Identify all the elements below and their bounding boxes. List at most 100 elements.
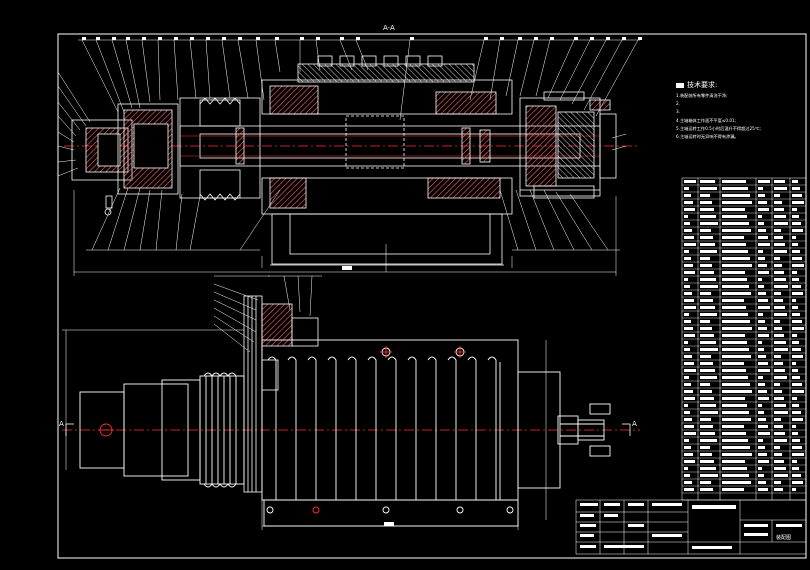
parts-row-cell-text (774, 264, 782, 267)
parts-row-cell-text (774, 481, 781, 484)
left-pulley-assembly (71, 97, 261, 216)
parts-row-cell-text (722, 362, 744, 365)
parts-row-cell-text (722, 348, 749, 351)
parts-row-cell-text (700, 250, 717, 253)
parts-row-cell-text (758, 299, 768, 302)
parts-row-cell-text (700, 313, 717, 316)
section-marker-right: A (632, 420, 637, 428)
parts-row-cell-text (700, 383, 710, 386)
parts-row-cell-text (700, 460, 714, 463)
parts-row-cell-text (774, 334, 784, 337)
parts-row-cell-text (774, 271, 784, 274)
parts-row-cell-text (774, 362, 783, 365)
parts-row-cell-text (700, 362, 713, 365)
parts-row-cell-text (792, 278, 799, 281)
parts-row-cell-text (792, 481, 803, 484)
parts-row-cell-text (684, 418, 692, 421)
parts-row-cell-text (758, 250, 763, 253)
parts-row-cell-text (684, 187, 689, 190)
parts-row-cell-text (700, 208, 714, 211)
parts-row-cell-text (722, 376, 748, 379)
parts-row-cell-text (722, 327, 752, 330)
parts-row-cell-text (758, 425, 768, 428)
parts-row-cell-text (774, 369, 785, 372)
parts-row-cell-text (700, 418, 711, 421)
plan-width-value (384, 522, 394, 526)
parts-row-cell-text (684, 250, 689, 253)
parts-row-cell-text (792, 208, 797, 211)
parts-row-cell-text (758, 222, 764, 225)
section-view-a-a (57, 37, 642, 276)
parts-row-cell-text (774, 411, 788, 414)
parts-row-cell-text (684, 460, 695, 463)
parts-row-cell-text (758, 243, 770, 246)
parts-row-cell-text (684, 488, 694, 491)
parts-row-cell-text (774, 425, 783, 428)
parts-row-cell-text (684, 208, 695, 211)
parts-row-cell-text (684, 180, 696, 183)
parts-row-cell-text (684, 348, 690, 351)
parts-row-cell-text (792, 432, 798, 435)
parts-row-cell-text (684, 292, 692, 295)
title-block (575, 499, 807, 555)
parts-row-cell-text (792, 271, 797, 274)
parts-row-cell-text (722, 229, 751, 232)
right-chuck-assembly (519, 91, 617, 199)
parts-row-cell-text (722, 411, 749, 414)
parts-row-cell-text (700, 320, 710, 323)
parts-row-cell-text (722, 397, 745, 400)
parts-row-cell-text (758, 348, 764, 351)
parts-row-cell-text (774, 467, 786, 470)
parts-row-cell-text (684, 355, 692, 358)
section-cut-marks (65, 423, 631, 436)
parts-row-cell-text (700, 355, 711, 358)
left-leader-lines (57, 71, 91, 177)
parts-row-cell-text (792, 229, 803, 232)
parts-row-cell-text (684, 474, 690, 477)
parts-row-cell-text (684, 257, 691, 260)
parts-row-cell-text (684, 327, 693, 330)
parts-row-cell-text (774, 453, 782, 456)
parts-row-cell-text (758, 432, 770, 435)
parts-row-cell-text (684, 285, 690, 288)
parts-row-cell-text (684, 397, 695, 400)
parts-row-cell-text (684, 243, 696, 246)
parts-row-cell-text (774, 215, 786, 218)
parts-row-cell-text (722, 271, 745, 274)
parts-row-cell-text (774, 348, 788, 351)
parts-row-cell-text (722, 404, 747, 407)
parts-row-cell-text (684, 425, 694, 428)
parts-row-cell-text (774, 194, 780, 197)
parts-row-cell-text (792, 187, 800, 190)
parts-row-cell-text (758, 362, 768, 365)
parts-row-cell-text (700, 306, 715, 309)
parts-row-cell-text (758, 453, 767, 456)
parts-row-cell-text (758, 474, 764, 477)
parts-row-cell-text (722, 446, 750, 449)
right-leader-lines (611, 133, 627, 151)
parts-row-cell-text (758, 488, 768, 491)
parts-row-cell-text (684, 446, 691, 449)
parts-row-cell-text (684, 278, 688, 281)
parts-row-cell-text (774, 474, 788, 477)
parts-row-cell-text (758, 397, 769, 400)
parts-row-cell-text (722, 243, 746, 246)
parts-row-cell-text (792, 369, 798, 372)
parts-row-cell-text (700, 299, 713, 302)
parts-row-cell-text (792, 264, 804, 267)
technical-requirements: 技术要求: 1.装配前所有零件清洗干净; 2. 3. 4.主轴箱体工作面不平度≤… (676, 80, 806, 141)
parts-row-cell-text (774, 313, 787, 316)
parts-row-cell-text (700, 439, 717, 442)
parts-row-cell-text (700, 404, 716, 407)
section-title: A-A (383, 24, 395, 32)
parts-row-cell-text (722, 453, 752, 456)
parts-row-cell-text (700, 278, 716, 281)
parts-row-cell-text (722, 467, 747, 470)
parts-row-cell-text (700, 446, 710, 449)
parts-row-cell-text (722, 390, 752, 393)
parts-row-cell-text (758, 271, 769, 274)
parts-row-cell-text (774, 180, 785, 183)
parts-row-cell-text (722, 488, 744, 491)
parts-row-cell-text (792, 425, 796, 428)
